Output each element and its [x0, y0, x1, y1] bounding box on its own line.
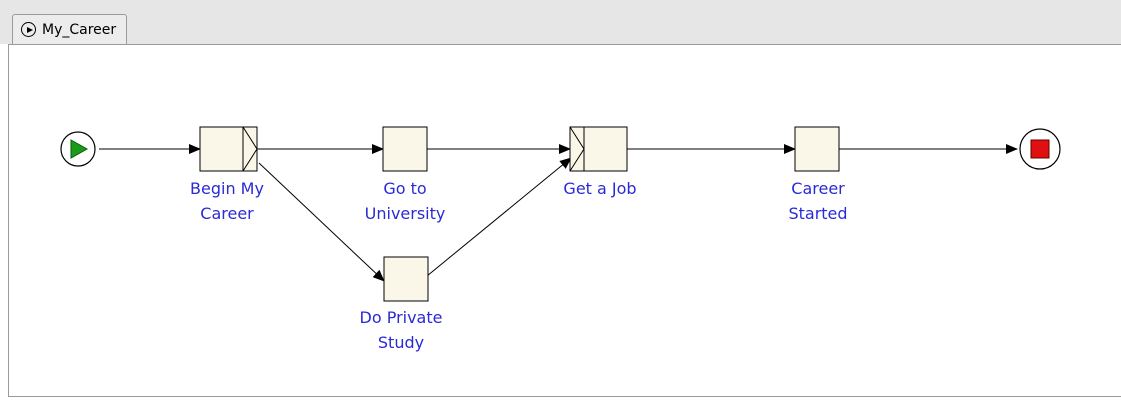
label-private-line1: Do Private [360, 308, 443, 327]
workflow-diagram: Begin My Career Go to University Do Priv… [60, 126, 1061, 352]
task-get-a-job[interactable] [569, 126, 628, 172]
label-university-line1: Go to [383, 179, 426, 198]
tab-my-career[interactable]: My_Career [12, 14, 128, 44]
label-started-line2: Started [788, 204, 847, 223]
task-begin-my-career[interactable] [199, 126, 258, 172]
tab-label: My_Career [42, 21, 117, 38]
label-started-line1: Career [791, 179, 845, 198]
label-begin-line2: Career [200, 204, 254, 223]
start-node[interactable] [60, 131, 96, 167]
play-circle-icon [21, 22, 36, 37]
label-begin-line1: Begin My [190, 179, 264, 198]
label-private-line2: Study [378, 333, 424, 352]
label-job-line1: Get a Job [563, 179, 636, 198]
end-node[interactable] [1019, 128, 1061, 170]
task-go-to-university[interactable] [382, 126, 428, 172]
edge-private-job [426, 157, 572, 277]
workflow-canvas: Begin My Career Go to University Do Priv… [8, 44, 1121, 397]
label-university-line2: University [365, 204, 446, 223]
task-career-started[interactable] [794, 126, 840, 172]
tab-bar: My_Career [0, 0, 1121, 44]
task-do-private-study[interactable] [383, 256, 429, 302]
edge-begin-private [258, 162, 385, 282]
